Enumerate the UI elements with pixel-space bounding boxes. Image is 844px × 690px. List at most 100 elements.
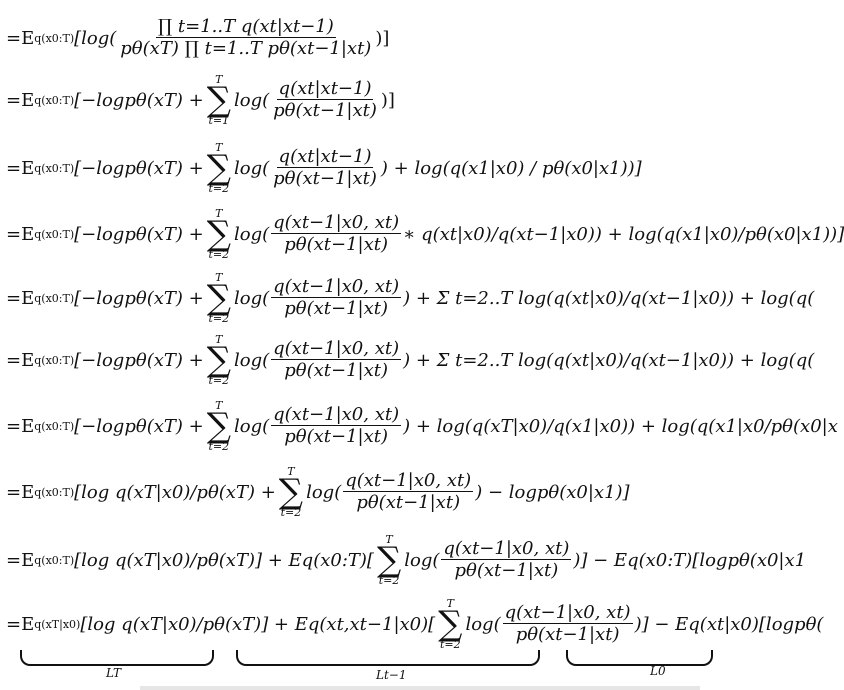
equation-line-8: =E q(x0:T) [log q(xT|x0)/pθ(xT) + T ∑ t=… bbox=[6, 462, 630, 522]
log-open: log( bbox=[233, 223, 270, 245]
prefix-terms: [−logpθ(xT) + bbox=[74, 223, 204, 245]
sum-upper: T bbox=[215, 271, 223, 284]
summation: T ∑ t=2 bbox=[377, 534, 401, 586]
log-open: log( bbox=[233, 287, 270, 309]
expectation-subscript: q(x0:T) bbox=[34, 419, 75, 433]
denominator: pθ(xt−1|xt) bbox=[284, 359, 388, 381]
fraction: q(xt|xt−1) pθ(xt−1|xt) bbox=[271, 146, 379, 190]
sum-upper: T bbox=[215, 333, 223, 346]
summation: T ∑ t=2 bbox=[438, 598, 462, 650]
sum-lower: t=2 bbox=[208, 182, 230, 195]
trailing-terms: ) − logpθ(x0|x1)] bbox=[475, 481, 630, 503]
close: )] bbox=[375, 27, 390, 49]
trailing-terms: ) + log(q(xT|x0)/q(x1|x0)) + log(q(x1|x0… bbox=[403, 415, 838, 437]
sum-lower: t=2 bbox=[208, 374, 230, 387]
trailing-terms: ∗ q(xt|x0)/q(xt−1|x0)) + log(q(x1|x0)/pθ… bbox=[403, 223, 844, 245]
denominator: pθ(xt−1|xt) bbox=[273, 167, 377, 189]
underbrace-lt-1 bbox=[236, 650, 540, 666]
expectation-symbol: =E bbox=[6, 415, 35, 437]
underbrace-label-l0: L0 bbox=[650, 664, 666, 678]
trailing-terms: ) + log(q(x1|x0) / pθ(x0|x1))] bbox=[380, 157, 642, 179]
expectation-subscript: q(xT|x0) bbox=[34, 617, 81, 631]
equation-page: =E q(x0:T) [log( ∏ t=1..T q(xt|xt−1) pθ(… bbox=[6, 8, 844, 690]
numerator: q(xt−1|x0, xt) bbox=[271, 403, 402, 426]
sum-lower: t=2 bbox=[208, 312, 230, 325]
trailing-terms: )] − Eq(x0:T)[logpθ(x0|x1 bbox=[573, 549, 807, 571]
equation-line-1: =E q(x0:T) [log( ∏ t=1..T q(xt|xt−1) pθ(… bbox=[6, 8, 389, 68]
sum-symbol: ∑ bbox=[206, 214, 231, 254]
expectation-subscript: q(x0:T) bbox=[34, 227, 75, 241]
numerator: q(xt−1|x0, xt) bbox=[271, 275, 402, 298]
fraction: q(xt−1|x0, xt) pθ(xt−1|xt) bbox=[441, 537, 572, 582]
fraction: q(xt−1|x0, xt) pθ(xt−1|xt) bbox=[271, 212, 402, 256]
numerator: q(xt−1|x0, xt) bbox=[441, 537, 572, 560]
summation: T ∑ t=2 bbox=[207, 142, 231, 194]
trailing-terms: )] − Eq(xt|x0)[logpθ( bbox=[634, 613, 824, 635]
sum-symbol: ∑ bbox=[206, 340, 231, 380]
trailing-terms: ) + Σ t=2..T log(q(xt|x0)/q(xt−1|x0)) + … bbox=[403, 287, 815, 309]
expectation-subscript: q(x0:T) bbox=[34, 291, 75, 305]
denominator: pθ(xt−1|xt) bbox=[284, 297, 388, 319]
prefix-terms: [−logpθ(xT) + bbox=[74, 89, 204, 111]
fraction: ∏ t=1..T q(xt|xt−1) pθ(xT) ∏ t=1..T pθ(x… bbox=[118, 15, 373, 60]
sum-lower: t=2 bbox=[439, 638, 461, 651]
numerator: q(xt−1|x0, xt) bbox=[502, 601, 633, 624]
expectation-subscript: q(x0:T) bbox=[34, 161, 75, 175]
expectation-subscript: q(x0:T) bbox=[34, 485, 75, 499]
equation-line-6: =E q(x0:T) [−logpθ(xT) + T ∑ t=2 log( q(… bbox=[6, 330, 814, 390]
fraction: q(xt−1|x0, xt) pθ(xt−1|xt) bbox=[502, 601, 633, 646]
denominator: pθ(xt−1|xt) bbox=[284, 425, 388, 447]
sum-symbol: ∑ bbox=[206, 80, 231, 120]
underbrace-label-lt-1: Lt−1 bbox=[376, 668, 407, 682]
underbrace-label-lt: LT bbox=[106, 666, 121, 680]
log-open: log( bbox=[233, 349, 270, 371]
expectation-symbol: =E bbox=[6, 223, 35, 245]
prefix-terms: [−logpθ(xT) + bbox=[74, 349, 204, 371]
sum-lower: t=2 bbox=[280, 506, 302, 519]
expectation-symbol: =E bbox=[6, 549, 35, 571]
sum-upper: T bbox=[287, 465, 295, 478]
summation: T ∑ t=1 bbox=[207, 74, 231, 126]
expectation-symbol: =E bbox=[6, 613, 35, 635]
sum-lower: t=2 bbox=[378, 574, 400, 587]
expectation-subscript: q(x0:T) bbox=[34, 93, 75, 107]
equation-line-3: =E q(x0:T) [−logpθ(xT) + T ∑ t=2 log( q(… bbox=[6, 138, 642, 198]
numerator: ∏ t=1..T q(xt|xt−1) bbox=[155, 15, 336, 38]
sum-symbol: ∑ bbox=[376, 540, 402, 580]
prefix-terms: [−logpθ(xT) + bbox=[74, 287, 204, 309]
sum-upper: T bbox=[385, 533, 393, 546]
summation: T ∑ t=2 bbox=[279, 466, 303, 518]
sum-lower: t=2 bbox=[208, 440, 230, 453]
trailing-terms: ) + Σ t=2..T log(q(xt|x0)/q(xt−1|x0)) + … bbox=[403, 349, 815, 371]
denominator: pθ(xt−1|xt) bbox=[515, 623, 620, 645]
expectation-symbol: =E bbox=[6, 481, 35, 503]
denominator: pθ(xt−1|xt) bbox=[356, 491, 461, 513]
equation-line-4: =E q(x0:T) [−logpθ(xT) + T ∑ t=2 log( q(… bbox=[6, 204, 844, 264]
equation-line-10: =E q(xT|x0) [log q(xT|x0)/pθ(xT)] + Eq(x… bbox=[6, 594, 823, 654]
underbrace-l0 bbox=[566, 650, 713, 666]
expectation-subscript: q(x0:T) bbox=[34, 31, 75, 45]
equation-line-2: =E q(x0:T) [−logpθ(xT) + T ∑ t=1 log( q(… bbox=[6, 70, 395, 130]
expectation-subscript: q(x0:T) bbox=[34, 353, 75, 367]
log-open: log( bbox=[306, 481, 342, 503]
expectation-symbol: =E bbox=[6, 157, 35, 179]
denominator: pθ(xt−1|xt) bbox=[454, 559, 559, 581]
log-open: log( bbox=[233, 89, 270, 111]
prefix-terms: [log q(xT|x0)/pθ(xT)] + Eq(xt,xt−1|x0)[ bbox=[80, 613, 436, 635]
fraction: q(xt|xt−1) pθ(xt−1|xt) bbox=[271, 78, 379, 122]
prefix-terms: [log q(xT|x0)/pθ(xT) + bbox=[74, 481, 276, 503]
sum-lower: t=2 bbox=[208, 248, 230, 261]
sum-symbol: ∑ bbox=[438, 604, 463, 644]
denominator: pθ(xt−1|xt) bbox=[284, 233, 388, 255]
log-open: log( bbox=[233, 157, 270, 179]
numerator: q(xt−1|x0, xt) bbox=[271, 337, 402, 360]
denominator: pθ(xT) ∏ t=1..T pθ(xt−1|xt) bbox=[120, 37, 372, 59]
fraction: q(xt−1|x0, xt) pθ(xt−1|xt) bbox=[271, 337, 402, 382]
numerator: q(xt−1|x0, xt) bbox=[343, 469, 474, 492]
sum-upper: T bbox=[215, 141, 223, 154]
denominator: pθ(xt−1|xt) bbox=[273, 99, 377, 121]
sum-symbol: ∑ bbox=[206, 406, 231, 446]
equation-line-5: =E q(x0:T) [−logpθ(xT) + T ∑ t=2 log( q(… bbox=[6, 268, 814, 328]
summation: T ∑ t=2 bbox=[207, 208, 231, 260]
fraction: q(xt−1|x0, xt) pθ(xt−1|xt) bbox=[343, 469, 474, 514]
